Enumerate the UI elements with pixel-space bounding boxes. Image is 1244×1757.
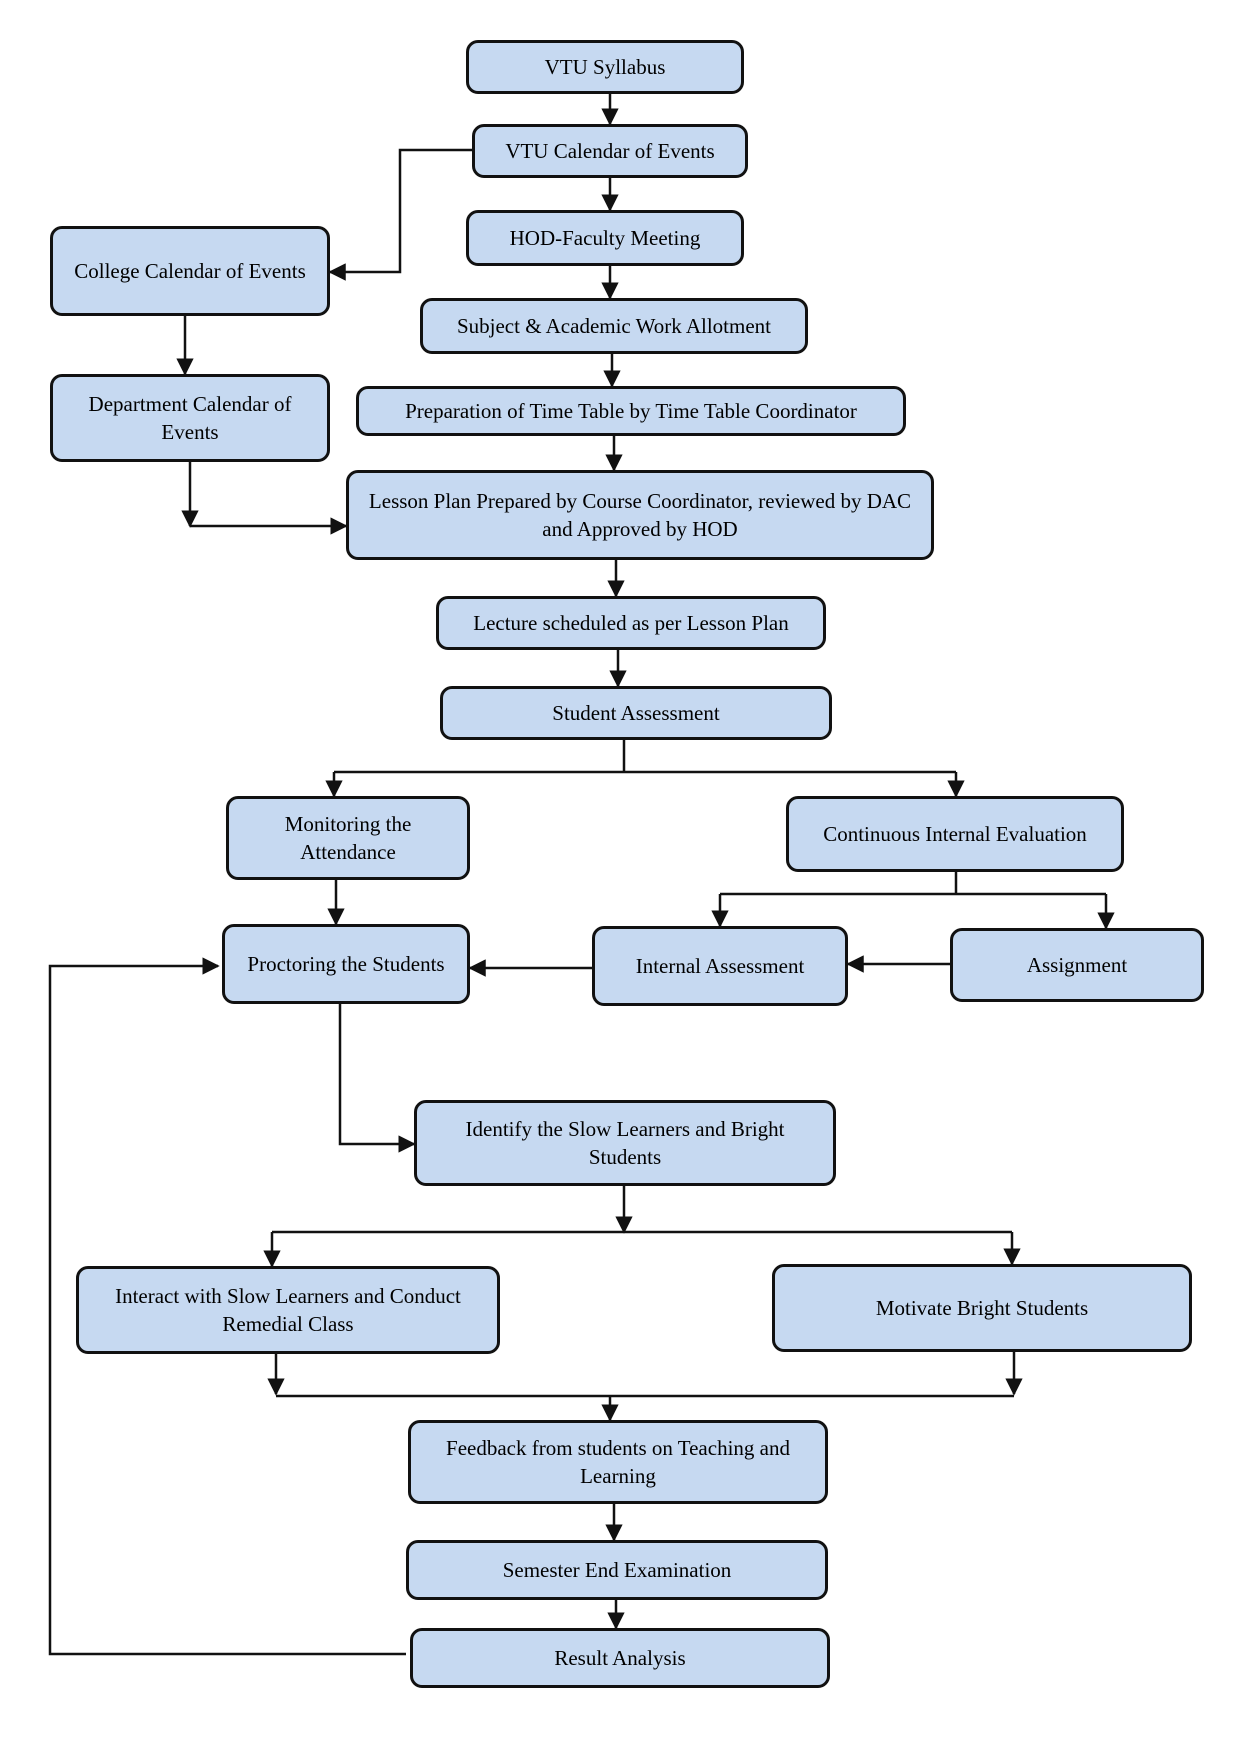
node-result-analysis: Result Analysis [410, 1628, 830, 1688]
node-monitoring-attendance: Monitoring the Attendance [226, 796, 470, 880]
node-lesson-plan: Lesson Plan Prepared by Course Coordinat… [346, 470, 934, 560]
arrow-proctoring-to-identify [338, 1004, 416, 1153]
node-time-table: Preparation of Time Table by Time Table … [356, 386, 906, 436]
node-proctoring-students: Proctoring the Students [222, 924, 470, 1004]
node-internal-assessment: Internal Assessment [592, 926, 848, 1006]
arrow-result-loop-to-proctoring [48, 957, 406, 1656]
node-identify-learners: Identify the Slow Learners and Bright St… [414, 1100, 836, 1186]
node-student-assessment: Student Assessment [440, 686, 832, 740]
node-semester-end-exam: Semester End Examination [406, 1540, 828, 1600]
node-motivate-bright: Motivate Bright Students [772, 1264, 1192, 1352]
node-slow-learners: Interact with Slow Learners and Conduct … [76, 1266, 500, 1354]
node-college-calendar: College Calendar of Events [50, 226, 330, 316]
node-department-calendar: Department Calendar of Events [50, 374, 330, 462]
arrow-vtu-calendar-to-college-calendar [328, 148, 472, 281]
node-lecture-scheduled: Lecture scheduled as per Lesson Plan [436, 596, 826, 650]
node-vtu-calendar: VTU Calendar of Events [472, 124, 748, 178]
node-continuous-internal-evaluation: Continuous Internal Evaluation [786, 796, 1124, 872]
node-subject-allotment: Subject & Academic Work Allotment [420, 298, 808, 354]
node-feedback: Feedback from students on Teaching and L… [408, 1420, 828, 1504]
node-hod-faculty-meeting: HOD-Faculty Meeting [466, 210, 744, 266]
node-vtu-syllabus: VTU Syllabus [466, 40, 744, 94]
node-assignment: Assignment [950, 928, 1204, 1002]
